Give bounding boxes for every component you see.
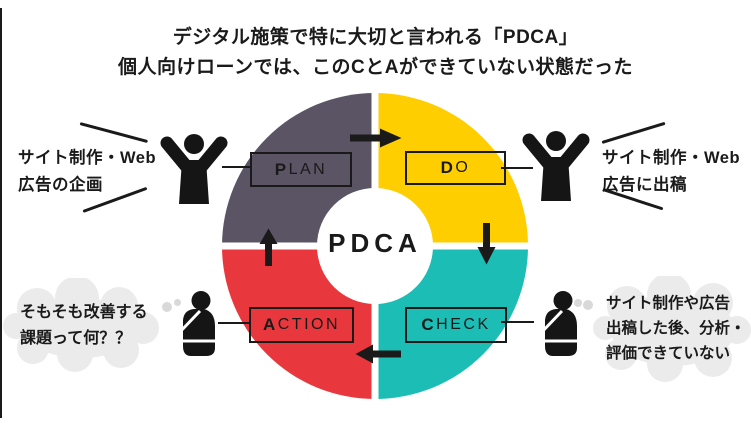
action-thought-bubble xyxy=(3,278,159,372)
thinking-person-icon xyxy=(538,291,577,356)
emphasis-line-do-top xyxy=(601,121,666,144)
plan-label-initial: P xyxy=(274,159,289,179)
arrow-action-to-plan-icon xyxy=(259,228,278,266)
do-callout-line-2: 広告に出稿 xyxy=(602,176,687,194)
arrow-plan-to-do-icon xyxy=(350,128,402,148)
cheering-person-icon xyxy=(160,134,228,204)
pdca-center-label: PDCA xyxy=(328,228,422,258)
do-label-initial: D xyxy=(440,158,456,177)
plan-callout-line-2: 広告の企画 xyxy=(18,176,103,194)
check-callout-line-3: 評価できていない xyxy=(606,345,731,362)
arrow-do-to-check-icon xyxy=(477,223,496,265)
check-callout-line-2: 出稿した後、分析・ xyxy=(606,320,746,337)
thinking-person-icon xyxy=(176,291,215,356)
check-label-initial: C xyxy=(421,315,437,334)
pdca-cycle-donut xyxy=(222,93,528,399)
arrow-check-to-action-icon xyxy=(355,344,401,364)
emphasis-line-plan-top xyxy=(79,122,149,144)
cheering-person-icon xyxy=(522,131,590,201)
check-thought-bubble xyxy=(593,276,751,382)
plan-callout-line-1: サイト制作・Web xyxy=(18,149,157,167)
thought-dot xyxy=(583,300,593,310)
plan-callout-text: サイト制作・Web 広告の企画 xyxy=(18,145,156,199)
title-line-1: デジタル施策で特に大切と言われる「PDCA」 xyxy=(172,27,579,48)
do-callout-line-1: サイト制作・Web xyxy=(602,149,741,167)
do-label-rest: O xyxy=(455,159,471,176)
action-label-rest: CTION xyxy=(277,316,341,333)
action-callout-line-2: 課題って何？？ xyxy=(20,330,132,347)
thought-dot xyxy=(574,299,582,307)
thought-dot xyxy=(174,299,181,306)
thought-dot xyxy=(162,302,172,312)
left-edge-line xyxy=(0,8,2,418)
action-callout-text: そもそも改善する 課題って何？？ xyxy=(20,300,148,352)
action-label-initial: A xyxy=(262,315,278,334)
plan-connector-line xyxy=(222,166,250,168)
check-callout-text: サイト制作や広告 出稿した後、分析・ 評価できていない xyxy=(606,291,746,366)
do-connector-line xyxy=(501,167,533,169)
plan-label-rest: LAN xyxy=(288,160,328,178)
action-connector-line xyxy=(218,322,250,324)
title-line-2: 個人向けローンでは、このCとAができていない状態だった xyxy=(118,57,633,78)
check-label-rest: HECK xyxy=(436,316,491,333)
do-callout-text: サイト制作・Web 広告に出稿 xyxy=(602,145,740,199)
action-callout-line-1: そもそも改善する xyxy=(20,304,148,321)
diagram-title: デジタル施策で特に大切と言われる「PDCA」 個人向けローンでは、このCとAがで… xyxy=(0,23,751,83)
donut-hole xyxy=(317,188,433,304)
check-connector-line xyxy=(501,321,534,323)
check-callout-line-1: サイト制作や広告 xyxy=(606,295,731,312)
